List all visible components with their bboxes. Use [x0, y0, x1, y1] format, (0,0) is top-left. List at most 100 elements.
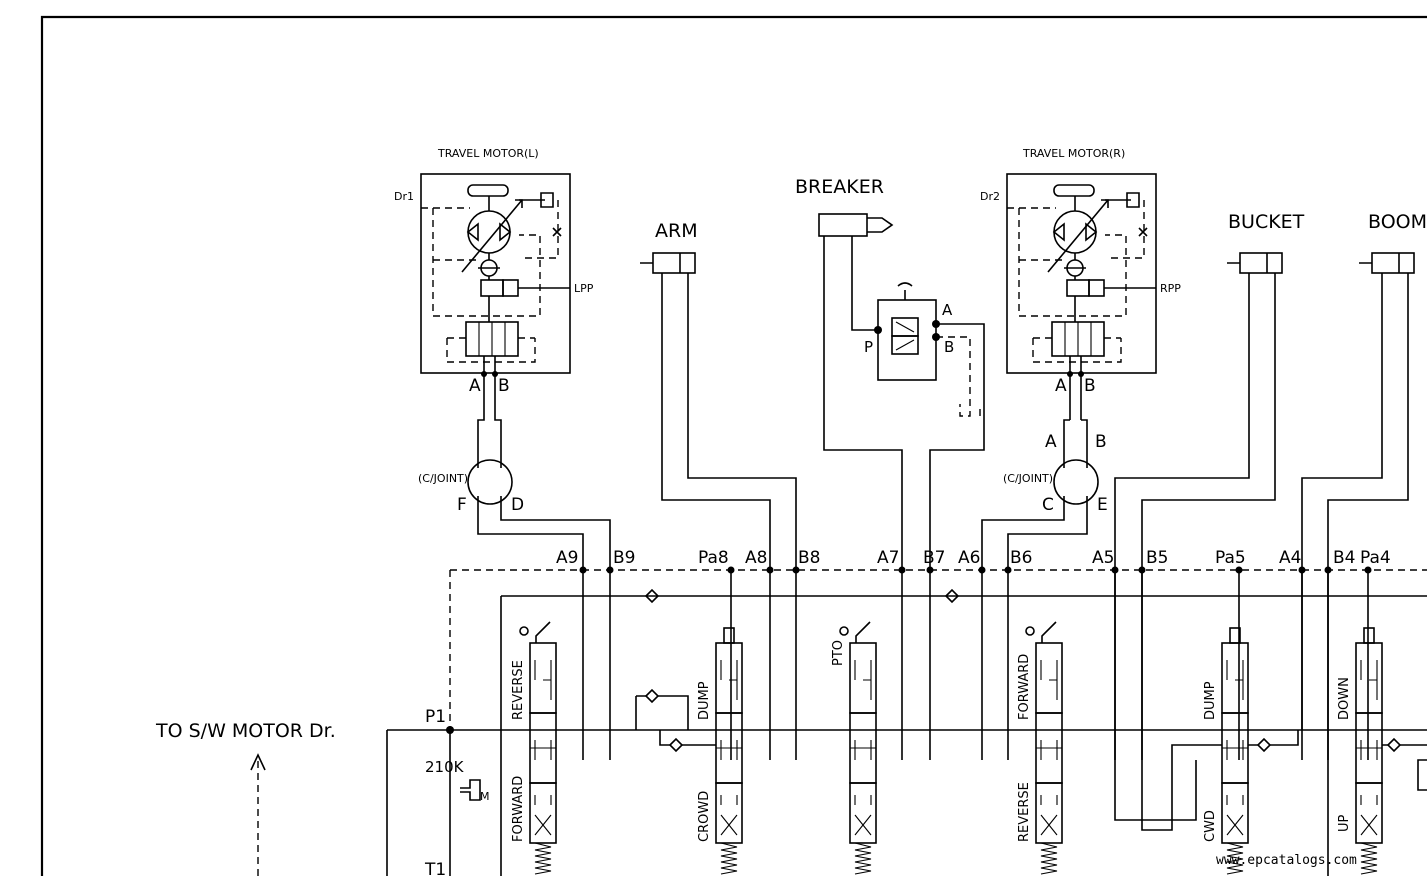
spool-block-lower: [1035, 782, 1063, 844]
spool-spring: [854, 842, 872, 875]
t1-label: T1: [424, 860, 446, 876]
relief-label: 210K: [425, 758, 465, 776]
cjoint-right-label: (C/JOINT): [1003, 472, 1053, 485]
spool-spring: [1040, 842, 1058, 875]
port-label-b4: B4: [1333, 548, 1355, 568]
arm-label: ARM: [655, 220, 698, 242]
breaker-b-label: B: [944, 338, 954, 356]
spool-flow-path: [1040, 660, 1058, 700]
bucket-label: BUCKET: [1228, 211, 1305, 233]
drawing-frame: [40, 15, 1427, 876]
spool-pilot-head: [723, 627, 735, 644]
motor-left-port-a: A: [469, 376, 481, 396]
spool-label-up: UP: [1337, 814, 1352, 832]
port-label-a4: A4: [1279, 548, 1301, 568]
boom-cylinder: BOOM: [1301, 211, 1427, 570]
spool-flow-path: [1356, 740, 1382, 760]
spool-lever: [535, 621, 551, 643]
spool-pilot-head: [1363, 627, 1375, 644]
port-label-b8: B8: [798, 548, 820, 568]
travel-motor-left-label: TRAVEL MOTOR(L): [437, 147, 539, 160]
spool-label-pto: PTO: [831, 640, 846, 666]
breaker: BREAKER P A B: [795, 176, 985, 570]
cjoint-left-label: (C/JOINT): [418, 472, 468, 485]
spool-flow-path: [1222, 740, 1248, 760]
joint-c-label: C: [1042, 495, 1054, 515]
spool-lever-knob: [1025, 626, 1035, 636]
spool-spring: [1226, 842, 1244, 875]
spool-label-dump: DUMP: [697, 681, 712, 720]
center-joint-right: (C/JOINT) A B C E: [981, 419, 1108, 570]
boom-label: BOOM: [1368, 211, 1427, 233]
spool-block-lower: [529, 782, 557, 844]
port-label-pa8: Pa8: [698, 548, 729, 568]
watermark: www.epcatalogs.com: [1216, 853, 1357, 868]
spool-label-forward: FORWARD: [511, 776, 526, 842]
spool-section-pto: PTO: [831, 621, 877, 875]
spool-flow-path: [534, 795, 552, 836]
spool-flow-path: [720, 795, 738, 836]
port-label-b7: B7: [923, 548, 945, 568]
spool-label-reverse: REVERSE: [511, 660, 526, 720]
joint-b-label: B: [1095, 432, 1107, 452]
port-label-a9: A9: [556, 548, 578, 568]
spool-block-upper: [1221, 642, 1249, 714]
joint-e-label: E: [1097, 495, 1108, 515]
spool-block-lower: [715, 782, 743, 844]
center-joint-left: (C/JOINT) F D: [418, 398, 611, 570]
spool-flow-path: [716, 740, 742, 760]
joint-a-label: A: [1045, 432, 1057, 452]
to-sw-motor-label: TO S/W MOTOR Dr.: [155, 720, 336, 742]
spool-flow-path: [1360, 660, 1378, 700]
spool-flow-path: [720, 660, 738, 700]
spool-label-cwd: CWD: [1203, 810, 1218, 842]
spool-lever-knob: [519, 626, 529, 636]
travel-motor-right-label: TRAVEL MOTOR(R): [1022, 147, 1125, 160]
travel-motor-left: TRAVEL MOTOR(L) Dr1 LPP A B: [394, 147, 594, 398]
travel-motor-right: TRAVEL MOTOR(R) Dr2 RPP A B: [980, 147, 1181, 420]
spool-lever: [855, 621, 871, 643]
breaker-p-label: P: [864, 338, 873, 356]
spool-lever-knob: [839, 626, 849, 636]
spool-flow-path: [530, 740, 556, 760]
sw-motor-note: TO S/W MOTOR Dr.: [155, 720, 336, 876]
spool-flow-path: [1036, 740, 1062, 760]
spool-section-group: REVERSEFORWARDDUMPCROWDPTOFORWARDREVERSE…: [511, 621, 1383, 875]
spool-flow-path: [1360, 795, 1378, 836]
spool-section-reverse: REVERSE FORWARD: [511, 621, 557, 875]
bucket-cylinder: BUCKET: [1114, 211, 1305, 570]
port-label-b9: B9: [613, 548, 635, 568]
spool-label-down: DOWN: [1337, 677, 1352, 720]
spool-label-crowd: CROWD: [697, 791, 712, 842]
spool-block-upper: [1035, 642, 1063, 714]
spool-block-upper: [529, 642, 557, 714]
port-label-pa4: Pa4: [1360, 548, 1391, 568]
motor-right-port-a: A: [1055, 376, 1067, 396]
spool-label-forward: FORWARD: [1017, 654, 1032, 720]
spool-flow-path: [1040, 795, 1058, 836]
lpp-label: LPP: [574, 282, 594, 295]
spool-flow-path: [850, 740, 876, 760]
spool-flow-path: [1226, 660, 1244, 700]
joint-d-label: D: [511, 495, 524, 515]
breaker-a-label: A: [942, 301, 953, 319]
dr2-label: Dr2: [980, 190, 1000, 203]
motor-left-port-b: B: [498, 376, 510, 396]
m-label: M: [480, 790, 490, 803]
spool-flow-path: [854, 795, 872, 836]
spool-spring: [720, 842, 738, 875]
spool-flow-path: [534, 660, 552, 700]
spool-block-lower: [849, 782, 877, 844]
spool-spring: [1360, 842, 1378, 875]
joint-f-label: F: [457, 495, 467, 515]
spool-block-upper: [715, 642, 743, 714]
spool-block-upper: [849, 642, 877, 714]
port-label-pa5: Pa5: [1215, 548, 1246, 568]
rpp-label: RPP: [1160, 282, 1181, 295]
port-label-a8: A8: [745, 548, 767, 568]
port-label-a5: A5: [1092, 548, 1114, 568]
